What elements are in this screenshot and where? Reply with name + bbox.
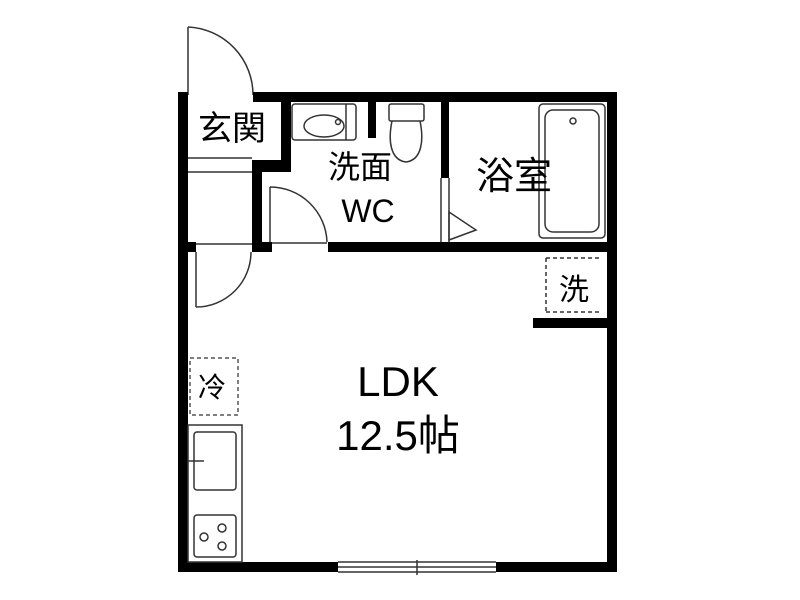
bottom-window bbox=[338, 560, 496, 575]
bath-label: 浴室 bbox=[476, 156, 552, 198]
stove-icon bbox=[193, 514, 237, 558]
ldk-size-label: 12.5帖 bbox=[336, 412, 460, 459]
wc-door[interactable] bbox=[269, 186, 328, 244]
bath-folding-door[interactable] bbox=[448, 210, 478, 242]
washroom-label: 洗面 bbox=[328, 149, 392, 185]
entrance-door[interactable] bbox=[187, 26, 254, 96]
toilet-icon bbox=[388, 103, 425, 163]
outer-walls bbox=[178, 92, 617, 572]
ldk-door[interactable] bbox=[195, 243, 252, 308]
sink-icon bbox=[188, 431, 237, 491]
fridge-space bbox=[189, 357, 239, 416]
fridge-label: 冷 bbox=[198, 372, 226, 403]
washer-label: 洗 bbox=[559, 274, 589, 307]
thin-walls bbox=[188, 157, 601, 313]
wc-label: WC bbox=[341, 193, 394, 229]
interior-walls bbox=[178, 100, 617, 328]
washbasin-icon bbox=[291, 103, 357, 141]
kitchen-counter bbox=[187, 424, 243, 563]
bathtub-icon bbox=[538, 103, 606, 239]
ldk-label: LDK bbox=[357, 358, 439, 405]
entrance-label: 玄関 bbox=[198, 110, 266, 148]
